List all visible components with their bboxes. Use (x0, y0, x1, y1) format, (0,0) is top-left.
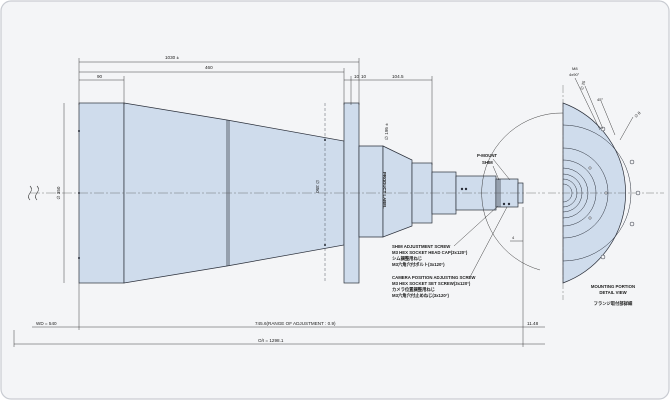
shim-leader (492, 165, 500, 181)
dim-adjustment-range: 745.6(RANGE OF ADJUSTMENT : 0.9) (255, 321, 336, 326)
svg-text:CAMERA POSITION ADJUSTING SCRE: CAMERA POSITION ADJUSTING SCREW (392, 275, 476, 280)
detail-title-jp: フランジ取付部詳細 (594, 300, 633, 307)
dim-front-diameter: ∅ 350 (56, 186, 61, 199)
detail-title-2: DETAIL VIEW (599, 290, 627, 295)
dim-flange-a: 10 (354, 74, 360, 79)
detail-angle1: ∅ 25 (579, 79, 586, 90)
shim-adjust-note: SHIM ADJUSTMENT SCREW M3 HEX SOCKET HEAD… (392, 205, 499, 268)
dim-back-focus: 11.48 (527, 321, 539, 326)
screw-holes (78, 130, 511, 259)
dim-overall-length: 1030 ± (165, 55, 179, 60)
detail-depth: 4x90° (569, 72, 580, 77)
dim-rear-section: 104.5 (392, 74, 404, 79)
svg-text:SHIM ADJUSTMENT SCREW: SHIM ADJUSTMENT SCREW (392, 244, 451, 249)
mount-small-dim-label: 4 (512, 235, 515, 240)
svg-text:M3六角穴付止めねじ(3x120°): M3六角穴付止めねじ(3x120°) (392, 292, 449, 299)
svg-text:M3六角穴付ボルト(3x120°): M3六角穴付ボルト(3x120°) (392, 261, 445, 268)
detail-dia: ∅ 8 (633, 110, 642, 119)
dim-front-section: 90 (97, 74, 103, 79)
camera-adjust-note: CAMERA POSITION ADJUSTING SCREW M3 HEX S… (392, 206, 508, 299)
top-dimensions (78, 58, 433, 165)
p-mount-leader (492, 158, 511, 181)
dim-flange-diameter: ∅ 350 (315, 180, 320, 193)
dim-overall-oi: O/I = 1298.1 (258, 338, 284, 343)
detail-view: M8 4x90° ∅ 25 45° ∅ 8 MOUNTING PORTION D… (481, 66, 664, 307)
detail-angle2: 45° (597, 97, 603, 102)
dim-cone-length: 460 (205, 65, 213, 70)
detail-m8: M8 (572, 66, 578, 71)
dim-wd: WD = 540 (36, 321, 57, 326)
p-mount-label: P-MOUNT (477, 153, 497, 158)
rear-step (382, 145, 413, 238)
svg-text:シム調整用ねじ: シム調整用ねじ (392, 255, 422, 262)
svg-text:カメラ位置調整用ねじ: カメラ位置調整用ねじ (392, 286, 435, 293)
rear-tube (358, 145, 384, 238)
detail-bolt-holes (588, 126, 641, 260)
svg-text:M3 HEX SOCKET HEAD CAP(3x120°): M3 HEX SOCKET HEAD CAP(3x120°) (392, 250, 468, 255)
product-label: PRODUCT LABEL (382, 172, 387, 209)
svg-text:M3 HEX SOCKET SET SCREW(3x120°: M3 HEX SOCKET SET SCREW(3x120°) (392, 281, 471, 286)
break-line (28, 185, 39, 201)
detail-title-1: MOUNTING PORTION (591, 284, 635, 289)
bottom-dimensions (13, 207, 545, 347)
dim-mount-diameter: ∅ 195 ± (384, 123, 389, 140)
dim-flange-b: 10 (361, 74, 367, 79)
